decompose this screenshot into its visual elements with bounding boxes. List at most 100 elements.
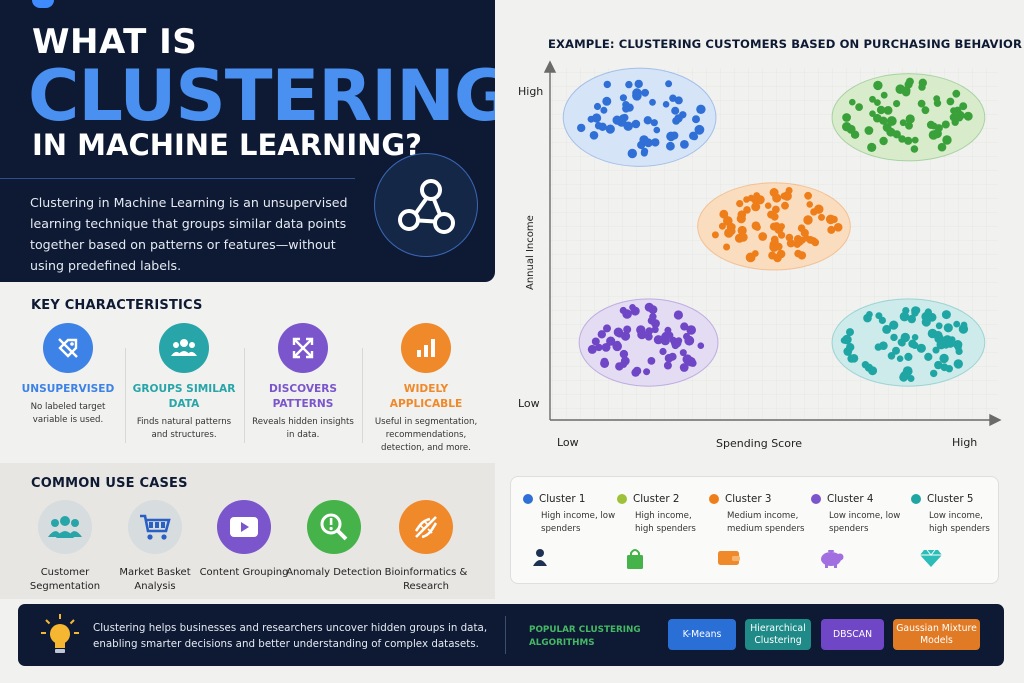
data-point — [755, 195, 765, 205]
data-point — [637, 329, 647, 340]
data-point — [955, 347, 963, 355]
data-point — [941, 310, 951, 320]
legend-desc: Low income, high spenders — [929, 511, 990, 534]
data-point — [591, 337, 600, 346]
data-point — [645, 327, 654, 335]
data-point — [902, 307, 910, 315]
data-point — [619, 114, 628, 122]
data-point — [664, 353, 674, 363]
data-point — [803, 215, 813, 225]
data-point — [627, 148, 637, 159]
data-point — [614, 340, 621, 348]
data-point — [625, 80, 633, 89]
use-case-label: Market Basket Analysis — [119, 567, 191, 592]
data-point — [782, 191, 792, 201]
group-icon — [159, 323, 209, 373]
data-point — [718, 222, 726, 230]
data-point — [632, 88, 642, 98]
piggy-bank-icon — [819, 548, 845, 572]
data-point — [882, 324, 892, 334]
data-point — [953, 320, 961, 328]
use-case-label: Bioinformatics & Research — [384, 567, 468, 592]
data-point — [661, 331, 671, 341]
data-point — [892, 130, 901, 139]
data-point — [786, 239, 795, 248]
y-axis-label: Annual Income — [525, 215, 536, 290]
data-point — [930, 369, 938, 378]
data-point — [680, 322, 689, 331]
data-point — [690, 132, 699, 141]
data-point — [781, 201, 789, 210]
characteristic-discovers: DISCOVERS PATTERNS Reveals hidden insigh… — [248, 323, 358, 442]
people-icon — [38, 500, 92, 554]
data-point — [840, 337, 848, 344]
characteristic-label: GROUPS SIMILAR DATA — [132, 383, 236, 410]
data-point — [933, 99, 942, 107]
data-point — [833, 223, 843, 232]
data-point — [653, 335, 663, 345]
cluster-scatter-chart: High Low Low High Spending Score Annual … — [518, 60, 1002, 450]
data-point — [794, 249, 802, 258]
data-point — [737, 225, 747, 236]
use-case-label: Anomaly Detection — [286, 567, 382, 578]
chart-title: EXAMPLE: CLUSTERING CUSTOMERS BASED ON P… — [548, 37, 1023, 51]
wallet-icon — [717, 548, 741, 570]
data-point — [911, 341, 919, 349]
data-point — [910, 145, 919, 153]
expand-arrows-icon — [278, 323, 328, 373]
data-point — [630, 306, 640, 316]
data-point — [849, 98, 856, 106]
data-point — [684, 335, 695, 346]
data-point — [899, 372, 908, 382]
characteristic-unsupervised: UNSUPERVISED No labeled target variable … — [13, 323, 123, 427]
data-point — [905, 77, 914, 86]
data-point — [648, 305, 658, 314]
data-point — [745, 252, 756, 263]
data-point — [671, 106, 680, 115]
data-point — [899, 311, 910, 322]
hero-divider — [0, 178, 355, 179]
hero-title-line3: IN MACHINE LEARNING? — [32, 128, 422, 162]
algorithm-chip-hierarchical: Hierarchical Clustering — [745, 619, 811, 650]
data-point — [937, 142, 947, 152]
data-point — [679, 349, 687, 357]
hero-panel: WHAT IS CLUSTERING IN MACHINE LEARNING? … — [0, 0, 495, 282]
data-point — [673, 310, 683, 320]
data-point — [758, 232, 768, 241]
data-point — [855, 103, 863, 111]
data-point — [651, 326, 659, 334]
data-point — [663, 361, 672, 370]
data-point — [577, 123, 586, 133]
data-point — [764, 202, 772, 209]
data-point — [696, 104, 706, 114]
data-point — [904, 352, 913, 361]
data-point — [876, 105, 886, 115]
data-point — [905, 114, 915, 124]
data-point — [911, 136, 919, 144]
data-point — [959, 102, 968, 111]
cluster-legend: Cluster 1 High income, low spenders Clus… — [510, 476, 999, 584]
data-point — [641, 88, 649, 97]
data-point — [770, 212, 779, 221]
data-point — [666, 141, 675, 151]
data-point — [686, 325, 696, 335]
data-point — [600, 357, 609, 366]
data-point — [649, 313, 657, 321]
data-point — [602, 96, 612, 106]
legend-dot — [617, 494, 627, 504]
data-point — [887, 352, 896, 360]
x-axis-arrow — [989, 413, 1002, 427]
data-point — [674, 114, 683, 123]
characteristic-label: UNSUPERVISED — [21, 383, 115, 395]
data-point — [956, 114, 963, 122]
data-point — [880, 91, 888, 99]
data-point — [597, 330, 606, 339]
data-point — [913, 306, 921, 314]
data-point — [653, 126, 661, 134]
data-point — [736, 200, 744, 208]
data-point — [928, 130, 939, 140]
data-point — [623, 121, 633, 131]
use-case-content-grouping: Content Grouping — [196, 500, 292, 580]
x-tick-label: Low — [557, 436, 579, 449]
data-point — [694, 124, 705, 135]
